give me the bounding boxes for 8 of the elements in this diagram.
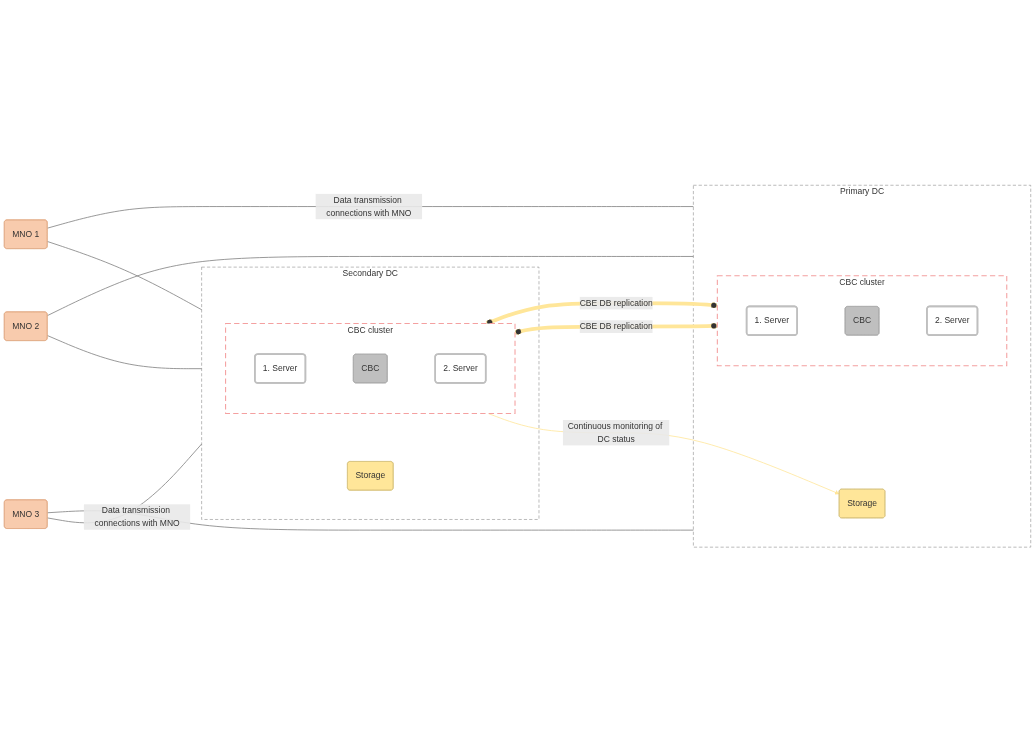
edge-label: Continuous monitoring of DC status xyxy=(567,421,663,444)
edge-label: Data transmission connections with MNO xyxy=(94,506,180,528)
edge-label: Data transmission connections with MNO xyxy=(326,195,412,218)
connector xyxy=(46,256,694,317)
edge-label: CBE DB replication xyxy=(579,322,653,332)
edge-label: CBE DB replication xyxy=(579,298,653,308)
connector xyxy=(46,241,203,311)
connector xyxy=(46,335,203,370)
